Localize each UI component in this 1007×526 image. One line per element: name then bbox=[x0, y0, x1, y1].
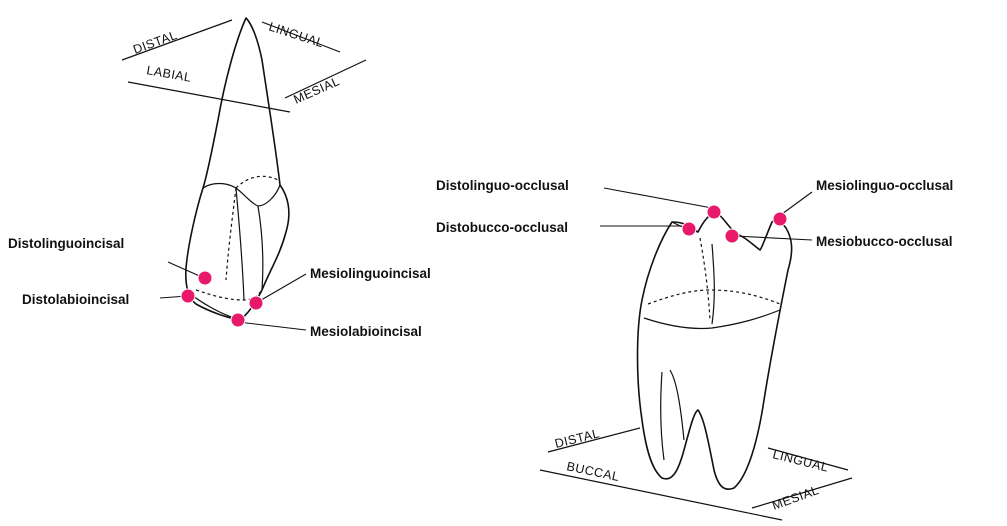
molar-orientation-guide: DISTAL LINGUAL BUCCAL MESIAL bbox=[539, 426, 853, 521]
label-distolinguoincisal: Distolinguoincisal bbox=[8, 236, 124, 251]
incisor-mesial-label: MESIAL bbox=[292, 74, 342, 107]
point-mesiobucco-occlusal bbox=[724, 228, 740, 244]
point-mesiolabioincisal bbox=[230, 312, 246, 328]
incisor-orientation-guide: DISTAL LINGUAL LABIAL MESIAL bbox=[121, 19, 367, 113]
incisor-distal-label: DISTAL bbox=[131, 28, 179, 57]
molar-figure: DISTAL LINGUAL BUCCAL MESIAL Distolinguo… bbox=[436, 178, 953, 521]
incisor-lingual-label: LINGUAL bbox=[267, 20, 326, 51]
point-distolinguo-occlusal bbox=[706, 204, 722, 220]
molar-distal-label: DISTAL bbox=[553, 426, 601, 451]
point-distolinguoincisal bbox=[197, 270, 213, 286]
point-mesiolinguo-occlusal bbox=[772, 211, 788, 227]
molar-lingual-label: LINGUAL bbox=[771, 447, 830, 474]
point-distolabioincisal bbox=[180, 288, 196, 304]
label-mesiolabioincisal: Mesiolabioincisal bbox=[310, 324, 422, 339]
incisor-figure: DISTAL LINGUAL LABIAL MESIAL Distolinguo… bbox=[8, 17, 431, 339]
incisor-labial-label: LABIAL bbox=[145, 63, 192, 85]
label-distolinguo-occlusal: Distolinguo-occlusal bbox=[436, 178, 569, 193]
label-mesiolinguoincisal: Mesiolinguoincisal bbox=[310, 266, 431, 281]
label-distobucco-occlusal: Distobucco-occlusal bbox=[436, 220, 568, 235]
label-distolabioincisal: Distolabioincisal bbox=[22, 292, 129, 307]
point-distobucco-occlusal bbox=[681, 221, 697, 237]
molar-mesial-label: MESIAL bbox=[770, 483, 821, 513]
label-mesiolinguo-occlusal: Mesiolinguo-occlusal bbox=[816, 178, 953, 193]
point-mesiolinguoincisal bbox=[248, 295, 264, 311]
label-mesiobucco-occlusal: Mesiobucco-occlusal bbox=[816, 234, 953, 249]
